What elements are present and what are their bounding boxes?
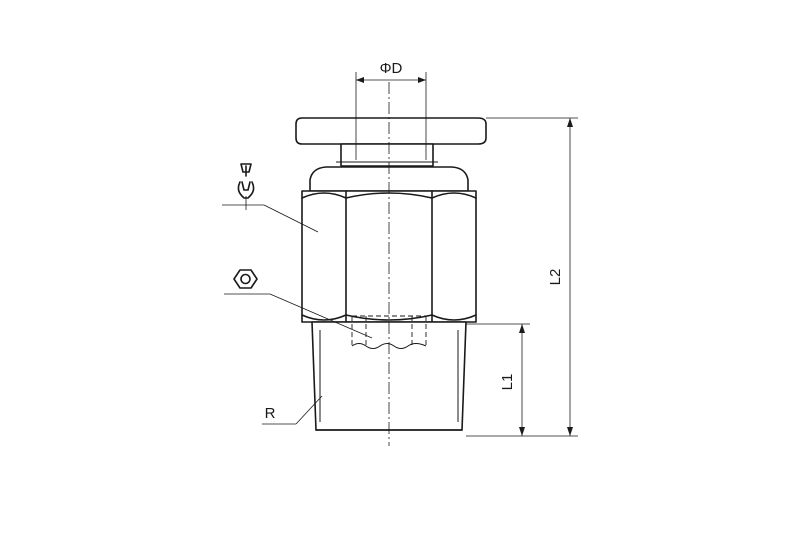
l1-label: L1: [499, 374, 516, 391]
thread-label-group: R: [262, 395, 323, 425]
thread-label: R: [265, 405, 276, 422]
release-button: [295, 117, 487, 145]
l2-label: L2: [547, 269, 564, 286]
collet-stem: [336, 143, 438, 167]
internal-bore-hidden-lines: [351, 315, 427, 349]
diameter-dimension: ΦD: [355, 60, 427, 160]
wrench-leader: [222, 204, 319, 233]
hexagon-leader: [224, 293, 373, 339]
diameter-label: ΦD: [380, 60, 403, 77]
wrench-icon: [237, 163, 255, 210]
l1-dimension: L1: [466, 323, 530, 436]
threaded-shank: [311, 321, 467, 431]
hexagon-icon: [233, 269, 258, 289]
hex-body: [301, 190, 477, 323]
